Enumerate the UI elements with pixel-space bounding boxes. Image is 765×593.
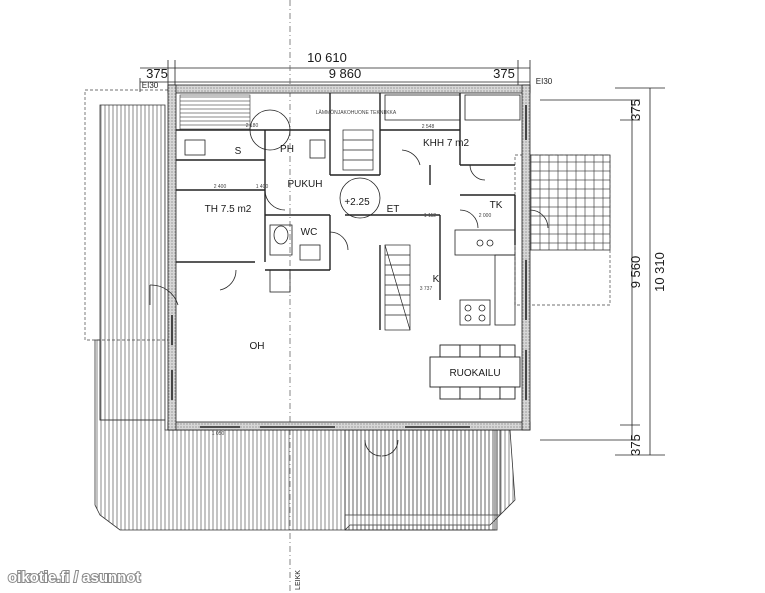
- total-width-label: 10 610: [307, 50, 347, 65]
- stairs: [342, 129, 411, 331]
- room-wash: PH: [280, 144, 294, 155]
- room-closet: TK: [490, 200, 503, 211]
- dim-label-2: 2 548: [422, 124, 435, 130]
- door-swings: [149, 149, 549, 457]
- room-sauna: S: [235, 146, 242, 157]
- dim-label-8: 1 050: [212, 431, 225, 437]
- room-kitchen: K: [433, 274, 440, 285]
- steps-deck: [344, 429, 498, 531]
- fire-class-right: EI30: [536, 77, 553, 86]
- fire-class-left: EI30: [142, 81, 159, 90]
- labels: 10 610 9 860 375 375 EI30 EI30 10 310 9 …: [142, 50, 667, 590]
- decks: [84, 89, 516, 531]
- kitchen-fixtures: [384, 94, 521, 326]
- room-hall: ET: [387, 204, 400, 215]
- wall-left-label: 375: [146, 66, 168, 81]
- room-bedroom: TH 7.5 m2: [205, 204, 252, 215]
- total-height-label: 10 310: [652, 252, 667, 292]
- dim-label-7: 2 180: [246, 123, 259, 129]
- dim-label-3: 1 400: [256, 184, 269, 190]
- wall-bottom-label: 375: [628, 434, 643, 456]
- room-dining: RUOKAILU: [449, 368, 500, 379]
- wall-right-label: 375: [493, 66, 515, 81]
- dim-label-6: 3 737: [420, 286, 433, 292]
- watermark: oikotie.fi / asunnot: [8, 569, 141, 586]
- section-axis-label: LEIKK: [295, 570, 302, 590]
- wall-top-label: 375: [628, 99, 643, 121]
- windows: [171, 105, 527, 428]
- left-deck: [99, 104, 166, 421]
- bathroom-fixtures: [184, 139, 326, 293]
- inner-width-label: 9 860: [329, 66, 362, 81]
- terrace-grid: [529, 154, 611, 251]
- exterior-walls: [167, 84, 531, 431]
- turning-circle: [339, 177, 381, 219]
- shower-zone: [249, 109, 291, 151]
- level-mark: +2.25: [344, 197, 370, 208]
- sauna-benches: [179, 94, 251, 131]
- dim-label-1: 2 400: [214, 184, 227, 190]
- dimension-lines: [139, 60, 665, 456]
- dim-label-5: 2 000: [479, 213, 492, 219]
- inner-height-label: 9 560: [628, 256, 643, 289]
- room-utility: KHH 7 m2: [423, 138, 470, 149]
- room-wc: WC: [301, 227, 318, 238]
- room-technical: LÄMMÖNJAKOHUONE TEKNIIKKA: [316, 109, 397, 116]
- room-living: OH: [250, 341, 265, 352]
- dim-label-4: 1 112: [424, 213, 436, 219]
- dining-table: [429, 344, 521, 400]
- room-dressing: PUKUH: [287, 179, 322, 190]
